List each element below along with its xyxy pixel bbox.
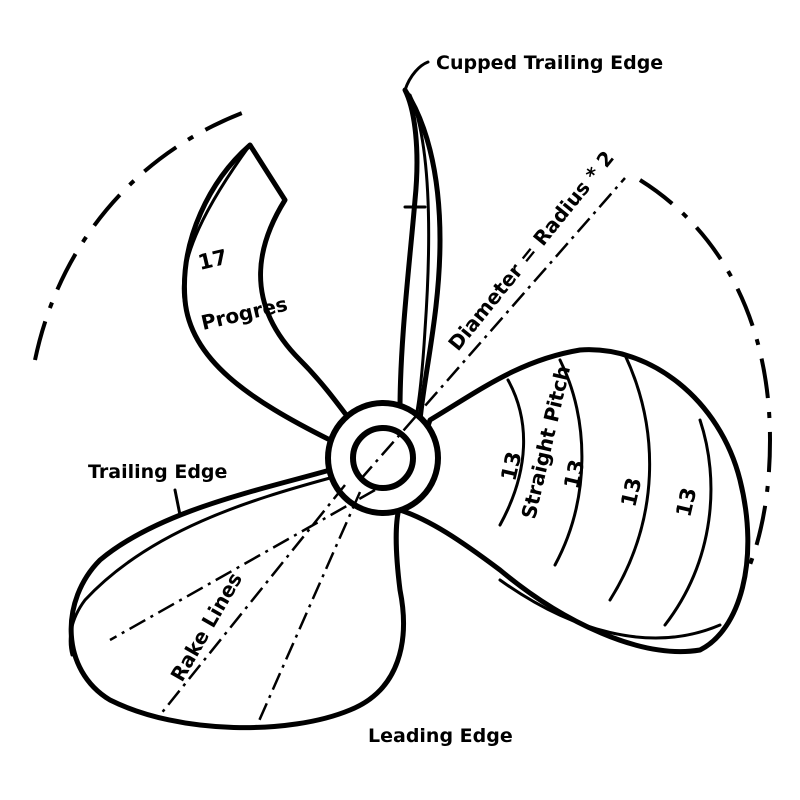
rake-line-2	[253, 491, 362, 731]
pitch-line-2	[553, 358, 584, 567]
trailing-edge-label: Trailing Edge	[88, 461, 227, 483]
diameter-label: Diameter = Radius * 2	[443, 146, 619, 355]
blade-lower-left	[68, 467, 406, 731]
hub-bore	[350, 425, 416, 491]
blade-right	[397, 347, 751, 654]
cupped-tip	[403, 60, 430, 92]
trailing-edge-inner	[68, 476, 332, 657]
cupped-trailing-edge-label: Cupped Trailing Edge	[436, 52, 663, 74]
blade-upper-left	[181, 142, 353, 443]
trailing-edge-pointer	[173, 488, 182, 517]
diameter-line	[359, 177, 626, 481]
leading-edge-label: Leading Edge	[368, 725, 513, 747]
diameter-circle-left	[33, 108, 251, 361]
blade-upper	[397, 87, 443, 423]
pitch-line-4	[663, 418, 713, 627]
blade-upper-left-edge	[181, 143, 252, 307]
pitch-line-1	[498, 378, 526, 527]
pitch-line-3	[608, 353, 652, 602]
blade-right-inner-edge	[498, 578, 722, 640]
cupped-edge-line	[408, 93, 431, 422]
rake-line-3	[109, 488, 376, 642]
